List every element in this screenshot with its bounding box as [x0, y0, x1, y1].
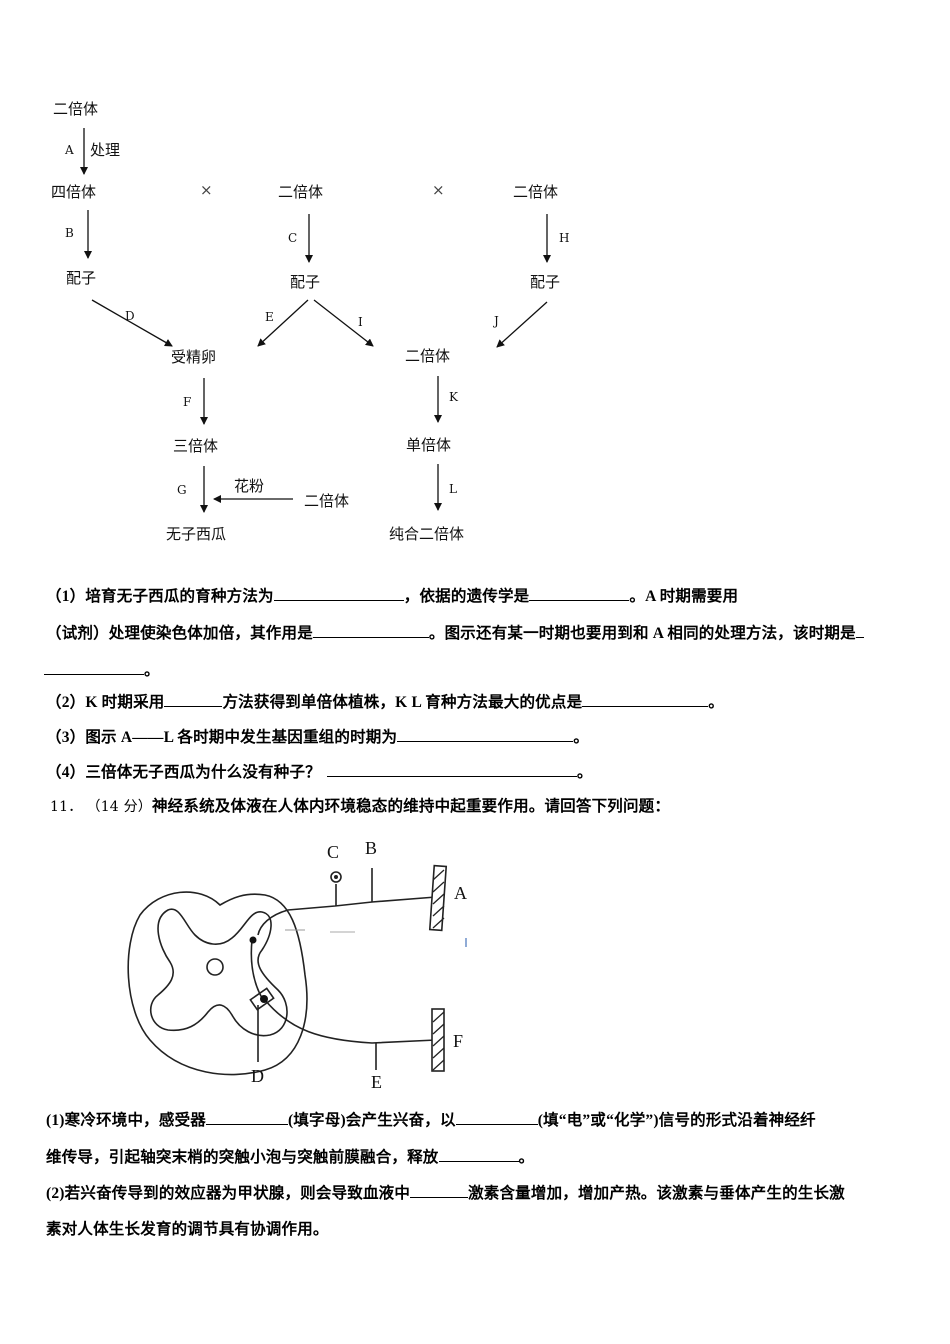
question-text: （4）三倍体无子西瓜为什么没有种子？ — [46, 764, 321, 781]
arrow-label-c: C — [288, 231, 298, 245]
question-number: 11． — [50, 799, 83, 815]
question-text: 。 — [573, 729, 589, 746]
arrow-label-j: J — [494, 314, 499, 328]
question-text: (填“电”或“化学”)信号的形式沿着神经纤 — [537, 1112, 816, 1129]
answer-blank[interactable] — [326, 762, 577, 777]
question-text: 素对人体生长发育的调节具有协调作用。 — [46, 1221, 329, 1238]
arrow-label-a: A — [65, 143, 74, 157]
arrow-label-g: G — [177, 483, 187, 497]
answer-blank[interactable] — [273, 586, 404, 601]
question-text: 。A 时期需要用 — [629, 588, 739, 605]
question-text: （试剂）处理使染色体加倍，其作用是 — [46, 625, 313, 642]
node-seedless-watermelon: 无子西瓜 — [166, 525, 227, 543]
label-b: B — [365, 838, 378, 858]
node-diploid-pollen-source: 二倍体 — [304, 492, 350, 510]
question-text: 方法获得到单倍体植株，K L 育种方法最大的优点是 — [222, 694, 583, 711]
arrow-note-treatment: 处理 — [90, 141, 121, 159]
node-homozygous-diploid: 纯合二倍体 — [389, 525, 465, 543]
answer-blank[interactable] — [164, 692, 223, 707]
answer-blank[interactable] — [397, 727, 574, 742]
question-text: （1）培育无子西瓜的育种方法为 — [46, 588, 274, 605]
pollen-label: 花粉 — [234, 477, 265, 495]
node-zygote: 受精卵 — [171, 348, 217, 366]
cross-symbol: × — [200, 181, 213, 199]
subquestion-1-line-1: （1）培育无子西瓜的育种方法为 ，依据的遗传学是 。A 时期需要用 — [46, 584, 738, 606]
node-tetraploid: 四倍体 — [51, 183, 97, 201]
effector-f-block — [431, 1008, 445, 1072]
arrow-label-f: F — [183, 395, 192, 409]
question-text: 。 — [518, 1149, 535, 1166]
subquestion-3: （3）图示 A——L 各时期中发生基因重组的时期为 。 — [46, 725, 589, 747]
label-c: C — [327, 842, 340, 862]
node-gamete-middle: 配子 — [290, 273, 321, 291]
question-score: （14 分） — [86, 799, 152, 815]
question-text: 。 — [576, 764, 593, 781]
arrow-label-k: K — [449, 390, 458, 404]
node-diploid-center: 二倍体 — [405, 347, 451, 365]
q11-subquestion-1-line-2: 维传导，引起轴突末梢的突触小泡与突触前膜融合，释放 。 — [46, 1145, 534, 1167]
node-diploid-right: 二倍体 — [513, 183, 559, 201]
label-f: F — [453, 1031, 464, 1051]
question-text: 维传导，引起轴突末梢的突触小泡与突触前膜融合，释放 — [46, 1149, 439, 1166]
answer-blank[interactable] — [410, 1183, 469, 1198]
question-text: （2）K 时期采用 — [46, 694, 165, 711]
effector-a-block — [428, 864, 448, 932]
arrow-label-l: L — [449, 482, 457, 496]
subquestion-1-line-2: （试剂）处理使染色体加倍，其作用是 。图示还有某一时期也要用到和 A 相同的处理方… — [46, 621, 864, 643]
label-e: E — [371, 1072, 382, 1092]
answer-blank[interactable] — [205, 1110, 288, 1125]
question-text: 激素含量增加，增加产热。该激素与垂体产生的生长激 — [468, 1185, 845, 1202]
arrow-label-b: B — [65, 226, 74, 240]
question-title: 神经系统及体液在人体内环境稳态的维持中起重要作用。请回答下列问题： — [151, 798, 671, 815]
cross-symbol: × — [432, 181, 445, 199]
arrow-label-i: I — [358, 315, 363, 329]
answer-blank[interactable] — [455, 1110, 538, 1125]
question-text: 。 — [144, 662, 160, 679]
question-text: 。 — [708, 694, 724, 711]
node-haploid: 单倍体 — [406, 436, 452, 454]
question-text: ，依据的遗传学是 — [403, 588, 530, 605]
q11-subquestion-1-line-1: (1)寒冷环境中，感受器 (填字母)会产生兴奋，以 (填“电”或“化学”)信号的形式… — [46, 1108, 816, 1130]
q11-subquestion-2-line-1: (2)若兴奋传导到的效应器为甲状腺，则会导致血液中 激素含量增加，增加产热。该激素… — [46, 1181, 845, 1203]
question-text: (2)若兴奋传导到的效应器为甲状腺，则会导致血液中 — [46, 1185, 411, 1202]
question-text: （3）图示 A——L 各时期中发生基因重组的时期为 — [46, 729, 398, 746]
subquestion-2: （2）K 时期采用 方法获得到单倍体植株，K L 育种方法最大的优点是 。 — [46, 690, 724, 712]
subquestion-4: （4）三倍体无子西瓜为什么没有种子？ 。 — [46, 760, 593, 782]
answer-blank[interactable] — [529, 586, 630, 601]
label-a: A — [454, 883, 467, 903]
node-top-diploid: 二倍体 — [53, 100, 99, 118]
subquestion-1-line-3: 。 — [44, 658, 160, 680]
answer-blank[interactable] — [855, 623, 864, 638]
question-text: (1)寒冷环境中，感受器 — [46, 1112, 206, 1129]
breeding-arrows — [80, 128, 551, 513]
node-diploid-middle: 二倍体 — [278, 183, 324, 201]
question-text: (填字母)会产生兴奋，以 — [287, 1112, 456, 1129]
answer-blank[interactable] — [438, 1147, 519, 1162]
answer-blank[interactable] — [44, 660, 144, 675]
q11-subquestion-2-line-2: 素对人体生长发育的调节具有协调作用。 — [46, 1217, 329, 1239]
arrow-label-d: D — [125, 309, 135, 323]
node-gamete-right: 配子 — [530, 273, 561, 291]
node-gamete-left: 配子 — [66, 269, 97, 287]
arrow-label-e: E — [265, 310, 274, 324]
arrow-label-h: H — [559, 231, 570, 245]
answer-blank[interactable] — [312, 623, 429, 638]
question-text: 。图示还有某一时期也要用到和 A 相同的处理方法，该时期是 — [428, 625, 856, 642]
label-d: D — [251, 1066, 264, 1086]
answer-blank[interactable] — [582, 692, 709, 707]
node-triploid: 三倍体 — [173, 437, 219, 455]
question-11-heading: 11． （14 分）神经系统及体液在人体内环境稳态的维持中起重要作用。请回答下列… — [50, 794, 670, 816]
